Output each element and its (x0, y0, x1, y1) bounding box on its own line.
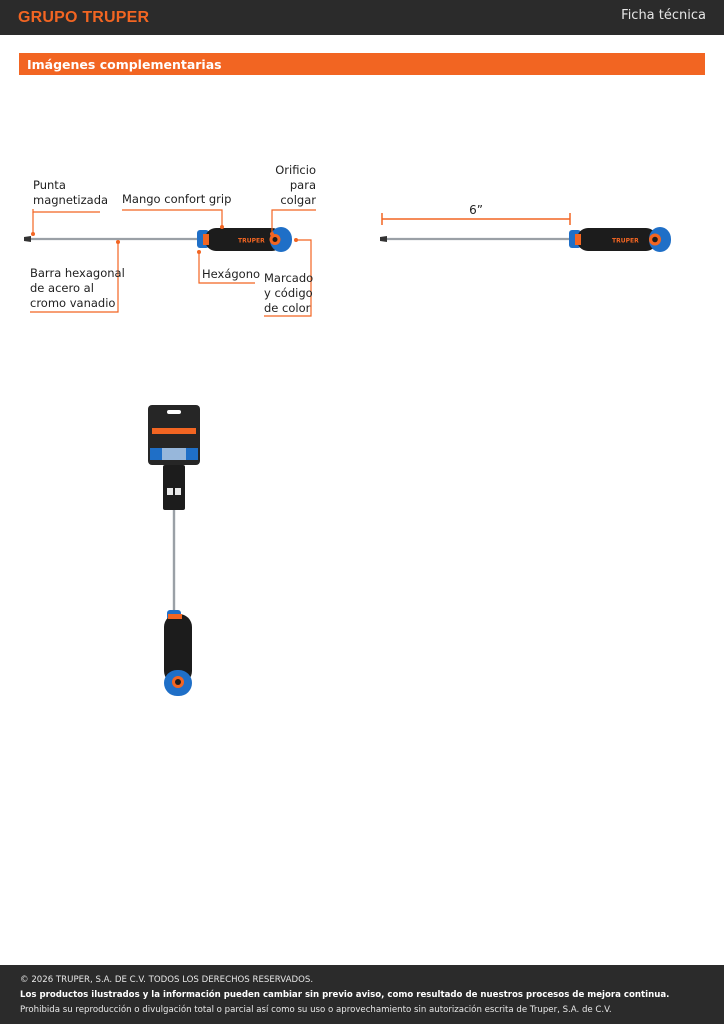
callout-barra-line3: cromo vanadio (30, 296, 115, 310)
footer-notice: Los productos ilustrados y la informació… (20, 990, 670, 1000)
handle-logo-text: TRUPER (238, 238, 265, 245)
callout-mango: Mango confort grip (122, 192, 231, 206)
footer-copyright: © 2026 TRUPER, S.A. DE C.V. TODOS LOS DE… (20, 975, 314, 985)
callout-marcado-line1: Marcado (264, 271, 313, 285)
callout-punta-line2: magnetizada (33, 193, 108, 207)
screwdriver-handle: TRUPER (569, 227, 671, 252)
section-title: Imágenes complementarias (27, 57, 222, 72)
brand-logo: GRUPO TRUPER (18, 9, 150, 26)
screwdriver-handle: TRUPER (197, 227, 292, 252)
packaged-product-image (148, 405, 200, 696)
callout-barra-line2: de acero al (30, 281, 94, 295)
sheet-title: Ficha técnica (621, 8, 706, 23)
page-header: GRUPO TRUPER Ficha técnica (0, 0, 724, 35)
callout-barra-line1: Barra hexagonal (30, 266, 125, 280)
section-header: Imágenes complementarias (19, 53, 705, 75)
callout-marcado-line2: y código (264, 286, 313, 300)
footer-prohibition: Prohibida su reproducción o divulgación … (20, 1005, 612, 1015)
callout-orificio-line1: Orificio (275, 163, 316, 177)
tip (380, 236, 387, 242)
page-footer: © 2026 TRUPER, S.A. DE C.V. TODOS LOS DE… (0, 965, 724, 1024)
screwdriver-dimension-diagram: 6” TRUPER (380, 203, 671, 252)
screwdriver-handle (164, 610, 192, 696)
handle-logo-text: TRUPER (612, 238, 639, 245)
screwdriver-annotated-diagram: TRUPER Punta magnetizada Mango confort g… (24, 163, 316, 317)
tip (24, 236, 31, 242)
callout-marcado-line3: de color (264, 301, 311, 315)
callout-orificio-line3: colgar (280, 193, 316, 207)
callout-hexagono: Hexágono (202, 267, 260, 281)
dimension-label: 6” (469, 203, 483, 217)
callout-orificio-line2: para (290, 178, 316, 192)
callout-punta-line1: Punta (33, 178, 66, 192)
